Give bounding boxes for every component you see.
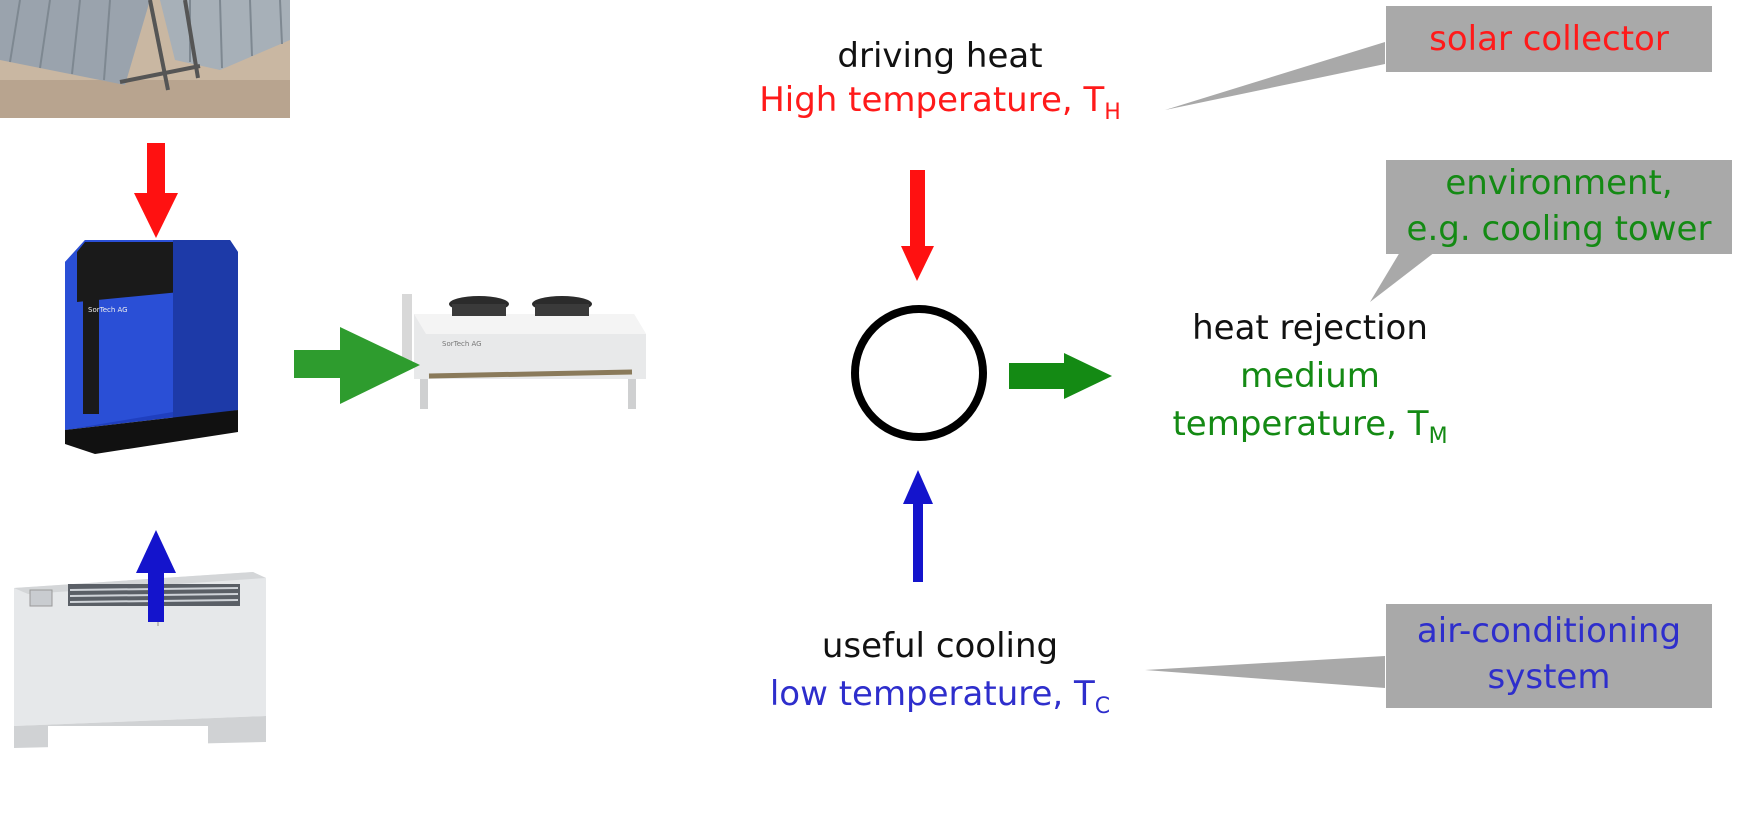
environment-callout-tail bbox=[1370, 252, 1435, 302]
fan-coil-image bbox=[14, 572, 266, 748]
arrow-up-blue-left bbox=[136, 530, 176, 622]
driving-heat-title: driving heat bbox=[837, 36, 1043, 76]
dry-cooler-image: SorTech AG bbox=[402, 294, 646, 409]
useful-cooling-title: useful cooling bbox=[821, 626, 1059, 666]
solar-callout-tail bbox=[1165, 42, 1385, 110]
solar-collector-callout: solar collector bbox=[1386, 6, 1712, 72]
arrow-right-green-left bbox=[294, 327, 420, 404]
environment-callout: environment, e.g. cooling tower bbox=[1386, 160, 1732, 254]
arrow-down-red-left bbox=[134, 143, 178, 238]
subscript-h: H bbox=[1104, 100, 1121, 125]
medium-temperature-text: temperature, TM bbox=[1172, 404, 1448, 449]
subscript-c: C bbox=[1094, 694, 1111, 719]
aircon-callout-tail bbox=[1145, 656, 1385, 688]
environment-line2: e.g. cooling tower bbox=[1406, 209, 1712, 249]
arrow-down-red-center bbox=[901, 170, 934, 281]
chiller-image: SorTech AG bbox=[65, 240, 238, 454]
useful-cooling-label: useful cooling low temperature, TC bbox=[720, 626, 1160, 719]
chiller-brand-text: SorTech AG bbox=[88, 306, 128, 314]
heat-rejection-label: heat rejection medium temperature, TM bbox=[1140, 308, 1480, 449]
solar-collector-text: solar collector bbox=[1429, 19, 1669, 59]
environment-line1: environment, bbox=[1445, 163, 1673, 203]
high-temperature-text: High temperature, TH bbox=[759, 80, 1121, 125]
heat-rejection-title: heat rejection bbox=[1192, 308, 1428, 348]
low-temperature-text: low temperature, TC bbox=[769, 674, 1111, 719]
arrow-right-green-center bbox=[1009, 353, 1112, 399]
arrow-up-blue-center bbox=[903, 470, 933, 582]
subscript-m: M bbox=[1428, 424, 1448, 449]
medium-text: medium bbox=[1240, 356, 1380, 396]
heat-machine-circle bbox=[851, 305, 987, 441]
solar-panels-image bbox=[0, 0, 290, 118]
aircon-line2: system bbox=[1487, 657, 1611, 697]
cooler-brand-text: SorTech AG bbox=[442, 340, 482, 348]
driving-heat-label: driving heat High temperature, TH bbox=[720, 36, 1160, 125]
air-conditioning-callout: air-conditioning system bbox=[1386, 604, 1712, 708]
aircon-line1: air-conditioning bbox=[1416, 611, 1682, 651]
